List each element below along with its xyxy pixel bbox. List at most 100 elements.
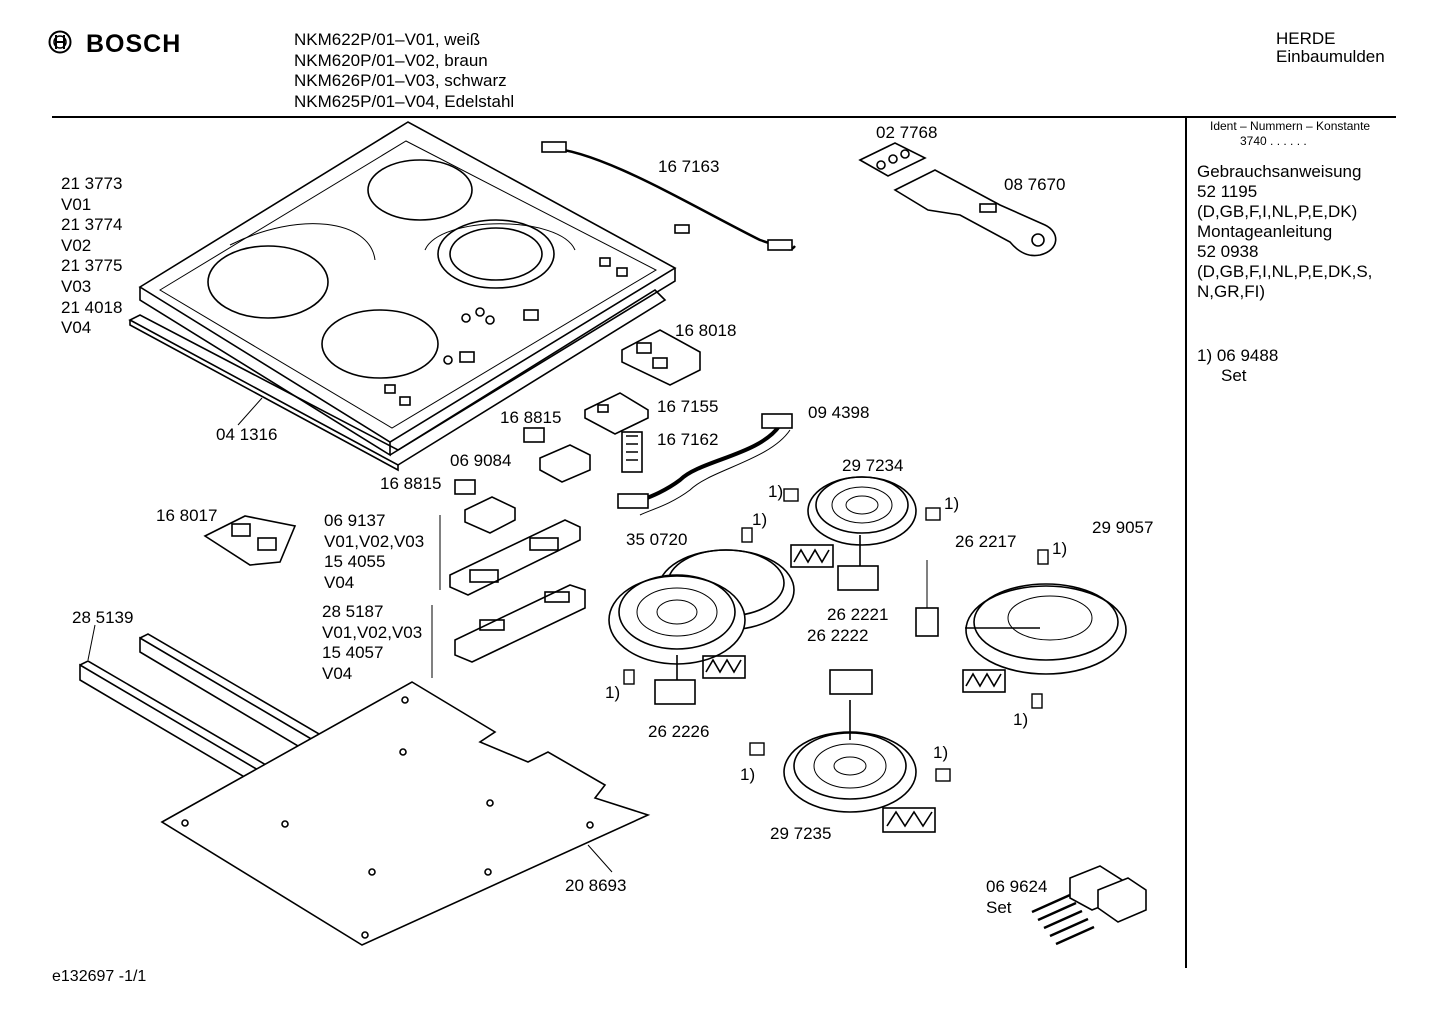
drawing-id: e132697 -1/1 [52, 968, 147, 985]
doc-line: Montageanleitung [1197, 222, 1333, 241]
ident-value: 3740 . . . . . . [1240, 134, 1307, 148]
heater-top-icon [807, 476, 917, 591]
brand-header: BOSCH [48, 30, 181, 59]
cooktop-glass-icon [138, 121, 677, 457]
footnote-mark: 1) [605, 683, 621, 702]
doc-line: (D,GB,F,I,NL,P,E,DK) [1197, 202, 1358, 221]
part-label-control-board: 16 8018 [675, 321, 737, 340]
ribbon-cable-icon [617, 413, 793, 516]
exploded-view-drawing [79, 121, 1147, 946]
part-label-board-small: 16 7155 [657, 397, 719, 416]
part-label-sensor: 16 8815 [500, 408, 562, 427]
footnote-mark: 1) [768, 482, 784, 501]
model-line: NKM626P/01–V03, schwarz [294, 71, 507, 90]
frame-lower-icon [454, 584, 586, 663]
sensor-icon [523, 427, 545, 443]
header-divider [52, 116, 1396, 118]
part-label-switch: 06 9084 [450, 451, 512, 470]
part-label-limiter: 26 2222 [807, 626, 869, 645]
control-board-left-icon [203, 515, 297, 566]
sidebar-docs: Gebrauchsanweisung 52 1195 (D,GB,F,I,NL,… [1197, 162, 1372, 386]
variant-label: V01,V02,V03 [324, 531, 425, 551]
base-plate-icon [160, 681, 651, 946]
variant-label: V03 [61, 276, 92, 296]
model-line: NKM625P/01–V04, Edelstahl [294, 91, 515, 111]
footnote-mark: 1) [944, 494, 960, 513]
cooktop-variant-list: 21 3773 V01 21 3774 V02 21 3775 V03 21 4… [61, 174, 122, 339]
heater-right-icon [915, 560, 1127, 675]
footnote-mark: 1) [1013, 710, 1029, 729]
frame-upper-list: 06 9137 V01,V02,V03 15 4055 V04 [324, 511, 424, 593]
footnote-mark: 1) [752, 510, 768, 529]
part-label-limiter: 26 2226 [648, 722, 710, 741]
doc-line: Gebrauchsanweisung [1197, 162, 1362, 181]
doc-line: (D,GB,F,I,NL,P,E,DK,S, [1197, 262, 1373, 281]
part-label-bracket: 02 7768 [876, 123, 938, 142]
seal-frame-icon [128, 288, 667, 472]
set-label: Set [1221, 366, 1247, 385]
category-line-1: HERDE [1276, 29, 1336, 48]
category: HERDE Einbaumulden [1276, 30, 1385, 66]
part-number: 21 3775 [61, 256, 123, 276]
cable-icon [541, 141, 796, 251]
frame-lower-list: 28 5187 V01,V02,V03 15 4057 V04 [322, 602, 422, 684]
part-number: 06 9624 [986, 877, 1048, 896]
frame-upper-icon [449, 519, 581, 596]
part-number: 21 3774 [61, 215, 123, 235]
part-label-heater-right: 29 9057 [1092, 518, 1154, 537]
part-label-ribbon: 09 4398 [808, 403, 870, 422]
part-number: 21 3773 [61, 174, 123, 193]
switch-module-icon [464, 444, 591, 534]
connector-icon [621, 431, 643, 473]
part-number: 15 4055 [324, 552, 386, 572]
part-number: 21 4018 [61, 297, 123, 317]
sidebar-divider [1185, 118, 1187, 968]
heater-symbol-icon [702, 544, 1006, 833]
board-small-icon [584, 392, 649, 435]
part-number: 15 4057 [322, 643, 384, 663]
part-label-heater-bottom: 29 7235 [770, 824, 832, 843]
part-label-cable: 16 7163 [658, 157, 720, 176]
category-line-2: Einbaumulden [1276, 47, 1385, 66]
heater-bottom-icon [783, 669, 917, 813]
part-label-base-plate: 20 8693 [565, 876, 627, 895]
sensor-icon [454, 479, 476, 495]
rail-icon [79, 633, 340, 794]
part-label-limiter: 26 2221 [827, 605, 889, 624]
heater-dual-icon [608, 549, 795, 705]
part-label-seal: 04 1316 [216, 425, 278, 444]
part-number: 28 5187 [322, 602, 384, 621]
model-line: NKM622P/01–V01, weiß [294, 30, 481, 49]
scraper-icon [858, 142, 1057, 257]
variant-label: V01 [61, 194, 92, 214]
control-board-icon [621, 329, 701, 386]
set-label: Set [986, 897, 1012, 917]
variant-label: V04 [324, 572, 355, 592]
variant-label: V04 [322, 663, 353, 683]
part-label-sensor: 16 8815 [380, 474, 442, 493]
set-number: 1) 06 9488 [1197, 346, 1279, 365]
part-label-rails: 28 5139 [72, 608, 134, 627]
footnote-mark: 1) [740, 765, 756, 784]
brand-name: BOSCH [86, 30, 182, 58]
variant-label: V04 [61, 318, 92, 338]
doc-line: 52 1195 [1197, 182, 1258, 201]
terminal-set-label: 06 9624 Set [986, 877, 1047, 918]
variant-label: V01,V02,V03 [322, 622, 423, 642]
terminal-block-icon [1031, 865, 1147, 946]
ident-heading: Ident – Nummern – Konstante [1210, 119, 1371, 133]
model-line: NKM620P/01–V02, braun [294, 50, 488, 70]
variant-label: V02 [61, 235, 92, 255]
model-list: NKM622P/01–V01, weiß NKM620P/01–V02, bra… [294, 30, 514, 112]
part-label-heater-dual: 35 0720 [626, 530, 688, 549]
footnote-mark: 1) [933, 743, 949, 762]
part-label-scraper: 08 7670 [1004, 175, 1066, 194]
part-label-control-board-left: 16 8017 [156, 506, 218, 525]
part-number: 06 9137 [324, 511, 386, 530]
part-label-connector: 16 7162 [657, 430, 719, 449]
doc-line: N,GR,FI) [1197, 282, 1265, 301]
footnote-mark: 1) [1052, 539, 1068, 558]
bosch-logo-icon [48, 30, 72, 59]
part-label-limiter: 26 2217 [955, 532, 1017, 551]
small-part-icon [623, 488, 1049, 782]
